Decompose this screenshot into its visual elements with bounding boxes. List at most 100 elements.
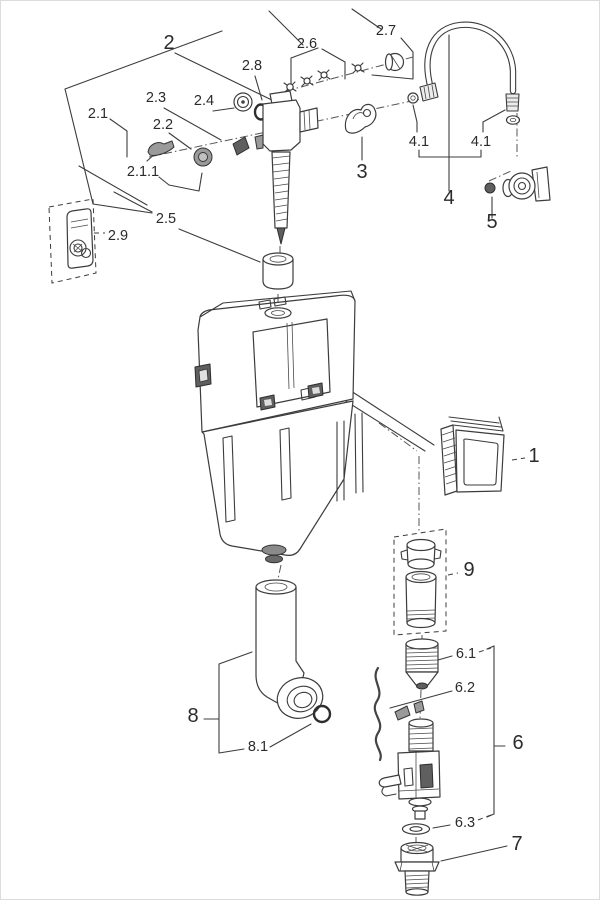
tank-rails <box>336 412 364 502</box>
hose-fitting-right <box>505 93 520 112</box>
sleeve-hole <box>411 573 431 581</box>
cap-slot <box>390 54 401 70</box>
clip-body <box>147 140 175 156</box>
box-front-panel <box>463 438 499 486</box>
box-9 <box>393 528 447 636</box>
bracket-2-6-right <box>321 48 346 80</box>
lever-body <box>344 103 377 134</box>
lid-tabs <box>258 296 287 310</box>
valve-window <box>419 763 434 789</box>
fitting-ribs-left <box>423 84 435 100</box>
bracket-4-1-bottom <box>418 149 482 158</box>
cup-body <box>262 259 294 290</box>
part-8-1-o-ring <box>312 704 332 724</box>
float-top <box>405 638 439 650</box>
dashed-boxes <box>48 198 526 821</box>
part-6-3-washer <box>401 823 431 835</box>
leader-2-3 <box>163 107 222 141</box>
leader-7 <box>440 845 508 862</box>
valve-top-clips <box>394 700 425 721</box>
part-label-6-2: 6.2 <box>455 680 475 696</box>
valve-threads <box>408 727 434 750</box>
elbow-nut-hole <box>293 691 313 709</box>
part-label-1: 1 <box>528 445 539 467</box>
lid-plug-hole <box>271 310 285 316</box>
adjuster-knob-dot <box>241 100 245 104</box>
cistern-tank <box>194 290 364 564</box>
valve-body <box>262 99 301 152</box>
lid-plug <box>264 307 292 319</box>
plate-body <box>66 208 94 269</box>
o-ring-8-1 <box>312 704 332 724</box>
dash-leader-9 <box>447 572 459 576</box>
tank-outlet <box>261 544 287 556</box>
part-label-2-6: 2.6 <box>297 36 317 52</box>
leader-2-2 <box>168 132 192 150</box>
valve-stem-flange <box>408 797 432 807</box>
part-5-inlet-valve <box>484 166 551 202</box>
valve-body-ring <box>513 177 531 195</box>
flush-button-small <box>80 247 92 259</box>
valve-stem <box>414 810 426 820</box>
part-2-9-actuation-plate <box>66 208 94 269</box>
part-2-2-wheel <box>193 147 213 167</box>
leader-2-8 <box>254 75 263 101</box>
sleeve-body <box>405 576 437 624</box>
bracket-4-1-left <box>412 104 418 133</box>
cup-top <box>262 252 294 266</box>
lid-bottom-clips-inner <box>264 387 320 406</box>
lid-bottom-clips <box>259 382 324 411</box>
part-label-4: 4 <box>443 187 454 209</box>
frame-diagonals <box>340 390 435 452</box>
adapter-top-bottom <box>407 558 435 570</box>
part-6-2-wire <box>373 666 382 762</box>
part-1-inspection-box <box>440 416 505 496</box>
adjuster-knob-ring <box>236 95 250 109</box>
lid-top-edge <box>199 290 356 318</box>
impeller-4 <box>354 64 362 72</box>
leader-2-5 <box>178 228 261 263</box>
leader-6-1 <box>437 655 453 661</box>
bracket-4-1-right <box>482 109 506 133</box>
hose-nut-hole <box>410 95 416 101</box>
cone-body <box>232 136 250 156</box>
part-8-flush-bend <box>255 579 324 719</box>
part-6-flush-valve <box>378 700 441 820</box>
box-front <box>455 429 505 493</box>
part-2-7-cap <box>384 52 405 72</box>
part-label-4-1-left: 4.1 <box>409 134 429 150</box>
hose-inner <box>425 22 516 94</box>
tank-left-clip-inner <box>198 368 209 383</box>
part-label-6-1: 6.1 <box>456 646 476 662</box>
pipe-top-hole <box>264 582 288 592</box>
axis-outlet-to-pipe <box>277 564 282 580</box>
wheel-hub <box>198 152 208 162</box>
part-label-2-2: 2.2 <box>153 117 173 133</box>
part-label-3: 3 <box>356 161 367 183</box>
adapter-top-face <box>406 538 436 552</box>
leader-6-2 <box>389 690 453 709</box>
part-9-group <box>400 538 442 629</box>
hose-washer-hole <box>509 118 517 123</box>
leader-2-4 <box>212 107 235 112</box>
group-2-inner-edge <box>78 165 148 206</box>
valve-body-center <box>517 181 527 191</box>
part-label-2-1: 2.1 <box>88 106 108 122</box>
lever-hole <box>362 108 372 118</box>
connector-top-inner <box>407 844 427 852</box>
part-labels: 2 2.8 2.6 2.7 2.3 2.4 2.1 2.2 2.1.1 3 4.… <box>88 23 540 855</box>
plug-5 <box>484 182 496 194</box>
leader-8-1 <box>269 723 312 748</box>
washer-hole <box>409 826 423 832</box>
part-label-2-1-1: 2.1.1 <box>127 164 159 180</box>
part-label-6-3: 6.3 <box>455 815 475 831</box>
side-port-ribs <box>303 109 311 131</box>
line-top-a <box>268 10 304 46</box>
valve-hook <box>381 786 397 797</box>
part-label-8-1: 8.1 <box>248 739 268 755</box>
part-label-2-3: 2.3 <box>146 90 166 106</box>
part-2-fill-valve <box>233 90 319 245</box>
part-label-6: 6 <box>512 732 523 754</box>
